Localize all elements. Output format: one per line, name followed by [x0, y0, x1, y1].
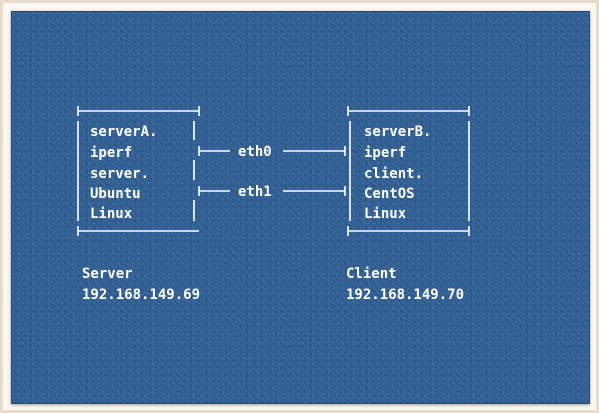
server-ip: 192.168.149.69	[82, 287, 200, 303]
server-box-line-2: iperf	[90, 145, 132, 161]
client-caption: Client	[346, 266, 397, 282]
server-caption: Server	[82, 266, 133, 282]
eth0-link: eth0	[198, 144, 346, 160]
server-box-line-4: Ubuntu	[90, 186, 141, 202]
client-box-line-1: serverB.	[364, 124, 431, 140]
eth0-label: eth0	[238, 144, 272, 160]
diagram-board	[11, 11, 590, 404]
client-box-line-5: Linux	[364, 206, 407, 222]
server-box: serverA. iperf server. Ubuntu Linux	[77, 106, 200, 236]
client-ip: 192.168.149.70	[346, 287, 464, 303]
client-box-line-3: client.	[364, 166, 423, 182]
eth1-label: eth1	[238, 184, 272, 200]
client-box-line-4: CentOS	[364, 186, 415, 202]
server-box-line-3: server.	[90, 166, 149, 182]
eth1-link: eth1	[198, 184, 346, 200]
server-box-line-5: Linux	[90, 206, 133, 222]
client-box-line-2: iperf	[364, 145, 406, 161]
client-box: serverB. iperf client. CentOS Linux	[347, 106, 470, 236]
server-box-line-1: serverA.	[90, 124, 157, 140]
